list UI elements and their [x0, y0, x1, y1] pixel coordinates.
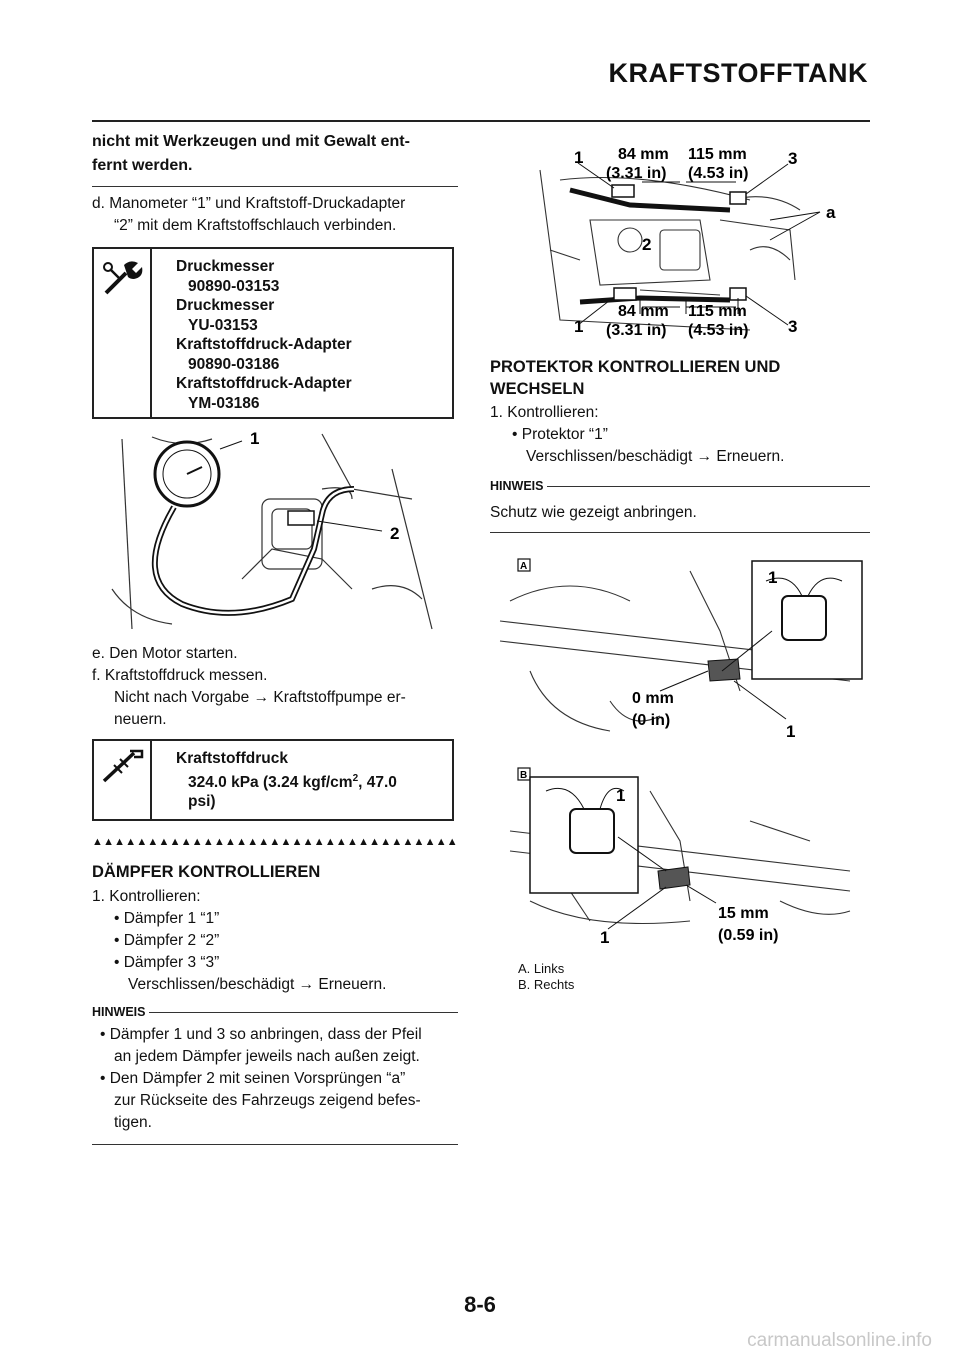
- dim-top-b-in: (4.53 in): [688, 165, 748, 182]
- tool-label: Druckmesser: [176, 258, 275, 275]
- spec-value-unit: psi): [188, 793, 216, 811]
- step-e: e. Den Motor starten.: [92, 645, 238, 662]
- lead-line-2: fernt werden.: [92, 157, 193, 174]
- note: Schutz wie gezeigt anbringen.: [490, 504, 697, 521]
- check-label: 1. Kontrollieren:: [92, 888, 201, 905]
- view-label-a: A: [520, 561, 527, 572]
- dim-bottom-a-in: (3.31 in): [606, 322, 666, 339]
- item-result: Verschlissen/beschädigt → Erneuern.: [526, 448, 785, 465]
- item: • Dämpfer 2 “2”: [114, 932, 220, 949]
- title-rule: [92, 120, 870, 122]
- callout-1: 1: [250, 429, 259, 448]
- note-2-line-1: • Den Dämpfer 2 mit seinen Vorsprüngen “…: [100, 1070, 406, 1087]
- right-column: 1 84 mm 115 mm (3.31 in) (4.53 in) 3 a 2…: [490, 130, 870, 993]
- dim-bottom-b: 115 mm: [688, 303, 747, 320]
- step-f-sub-1: Nicht nach Vorgabe → Kraftstoffpumpe er-: [114, 689, 406, 706]
- dim-b-in: (0.59 in): [718, 927, 778, 944]
- item: • Dämpfer 1 “1”: [114, 910, 220, 927]
- pressure-gauge-figure: 1 2: [111, 429, 433, 630]
- item-result: Verschlissen/beschädigt → Erneuern.: [128, 976, 387, 993]
- step-f: f. Kraftstoffdruck messen.: [92, 667, 268, 684]
- item: • Protektor “1”: [512, 426, 608, 443]
- dim-top-a-in: (3.31 in): [606, 165, 666, 182]
- hinweis-header: HINWEIS: [490, 478, 870, 494]
- hinweis-label: HINWEIS: [490, 479, 544, 493]
- dim-b: 15 mm: [718, 905, 769, 922]
- hinweis-header: HINWEIS: [92, 1004, 458, 1020]
- tool-number: 90890-03186: [188, 355, 280, 373]
- note-1-line-1: • Dämpfer 1 und 3 so anbringen, dass der…: [100, 1026, 422, 1043]
- protector-figure: A 1 0 mm (0 in) 1 B 1 1 15 mm (0.59 in): [499, 558, 863, 947]
- watermark: carmanualsonline.info: [747, 1330, 932, 1351]
- callout-1: 1: [768, 568, 777, 587]
- note-2-line-3: tigen.: [114, 1114, 152, 1131]
- spec-text: Kraftstoffdruck 324.0 kPa (3.24 kgf/cm2,…: [152, 741, 407, 819]
- step-d-line-2: “2” mit dem Kraftstoffschlauch verbinden…: [114, 217, 397, 234]
- tools-list: Druckmesser 90890-03153 Druckmesser YU-0…: [152, 249, 362, 417]
- tool-label: Kraftstoffdruck-Adapter: [176, 375, 352, 392]
- spec-value-part: 324.0 kPa (3.24 kgf/cm: [188, 773, 353, 791]
- step-d-line-1: d. Manometer “1” und Kraftstoff-Druckada…: [92, 195, 406, 212]
- view-label-b: B: [520, 770, 527, 781]
- divider: [490, 532, 870, 533]
- section-title: DÄMPFER KONTROLLIEREN: [92, 863, 321, 881]
- note-1-line-2: an jedem Dämpfer jeweils nach außen zeig…: [114, 1048, 420, 1065]
- tool-number: YM-03186: [188, 394, 260, 412]
- callout-1: 1: [600, 928, 609, 947]
- callout-1: 1: [786, 722, 795, 741]
- hinweis-label: HINWEIS: [92, 1005, 146, 1019]
- callout-a: a: [826, 203, 836, 222]
- divider: [92, 186, 458, 187]
- section-title-cont: WECHSELN: [490, 380, 585, 398]
- tool-number: YU-03153: [188, 316, 258, 334]
- dim-bottom-b-in: (4.53 in): [688, 322, 748, 339]
- lead-line-1: nicht mit Werkzeugen und mit Gewalt ent-: [92, 133, 410, 150]
- step-f-sub-2: neuern.: [114, 711, 167, 728]
- spec-value: 324.0 kPa (3.24 kgf/cm2, 47.0: [176, 769, 397, 793]
- caption-a: A. Links: [518, 961, 565, 976]
- spec-value-sup: 2: [352, 772, 359, 784]
- damper-figure: 1 84 mm 115 mm (3.31 in) (4.53 in) 3 a 2…: [539, 146, 836, 339]
- caliper-icon: [94, 741, 152, 819]
- spec-box: Kraftstoffdruck 324.0 kPa (3.24 kgf/cm2,…: [92, 739, 454, 821]
- item: • Dämpfer 3 “3”: [114, 954, 220, 971]
- dim-a-in: (0 in): [632, 712, 670, 729]
- callout-3-top: 3: [788, 149, 797, 168]
- check-label: 1. Kontrollieren:: [490, 404, 599, 421]
- callout-2: 2: [642, 235, 651, 254]
- spec-value-part: , 47.0: [358, 773, 397, 791]
- divider: [92, 1144, 458, 1145]
- left-column: nicht mit Werkzeugen und mit Gewalt ent-…: [92, 130, 458, 1145]
- dim-top-b: 115 mm: [688, 146, 747, 163]
- callout-1-bottom: 1: [574, 317, 583, 336]
- dim-bottom-a: 84 mm: [618, 303, 669, 320]
- tool-wrench-icon: [94, 249, 152, 417]
- callout-2: 2: [390, 524, 399, 543]
- dim-top-a: 84 mm: [618, 146, 669, 163]
- section-title: PROTEKTOR KONTROLLIEREN UND: [490, 358, 781, 376]
- caption-b: B. Rechts: [518, 977, 575, 992]
- page-title: KRAFTSTOFFTANK: [608, 58, 868, 88]
- tool-label: Druckmesser: [176, 297, 275, 314]
- page-number: 8-6: [464, 1292, 496, 1317]
- callout-1: 1: [616, 786, 625, 805]
- dim-a: 0 mm: [632, 690, 674, 707]
- tools-box: Druckmesser 90890-03153 Druckmesser YU-0…: [92, 247, 454, 419]
- spec-label: Kraftstoffdruck: [176, 750, 288, 767]
- tool-label: Kraftstoffdruck-Adapter: [176, 336, 352, 353]
- end-marker: ▲▲▲▲▲▲▲▲▲▲▲▲▲▲▲▲▲▲▲▲▲▲▲▲▲▲▲▲▲▲▲▲▲▲▲: [92, 836, 458, 848]
- note-2-line-2: zur Rückseite des Fahrzeugs zeigend befe…: [114, 1092, 421, 1109]
- callout-1-top: 1: [574, 148, 583, 167]
- callout-3-bottom: 3: [788, 317, 797, 336]
- tool-number: 90890-03153: [188, 277, 280, 295]
